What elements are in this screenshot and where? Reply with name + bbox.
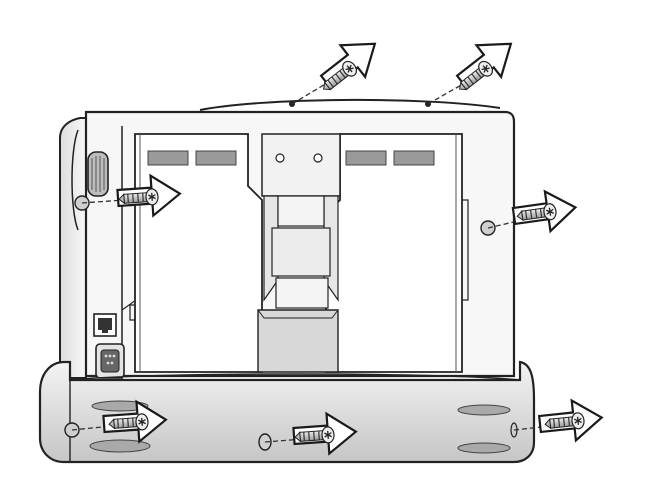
mounting-hole [313, 153, 323, 163]
label-slot [147, 150, 189, 166]
battery-bay-right [325, 133, 469, 373]
center-spine [257, 133, 341, 373]
foot-pad [89, 439, 151, 453]
mounting-hole [275, 153, 285, 163]
foot-pad [457, 404, 511, 416]
label-slot [195, 150, 237, 166]
side-knob [87, 151, 109, 197]
bottom-band [38, 360, 536, 464]
label-slot [345, 150, 387, 166]
battery-bay-left [129, 133, 263, 373]
network-port-icon [93, 313, 117, 337]
serial-port-icon [95, 343, 125, 379]
foot-pad [457, 442, 511, 454]
label-slot [393, 150, 435, 166]
foot-pad [91, 400, 149, 412]
